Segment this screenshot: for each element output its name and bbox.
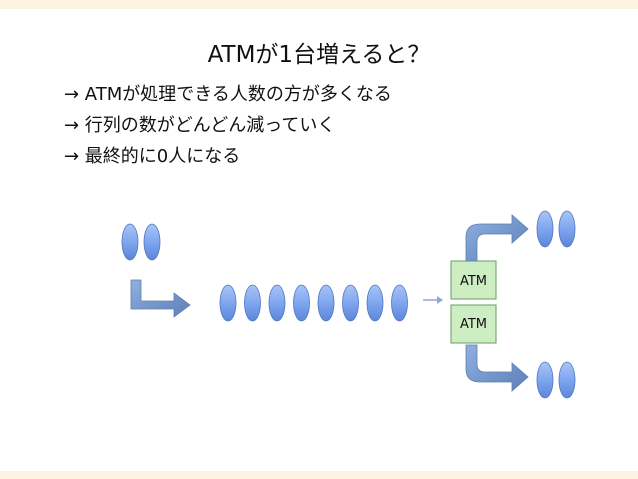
person-icon [219,284,237,322]
exit-arrow-bottom [465,344,529,392]
enter-queue-arrow [130,279,191,318]
person-icon [558,361,576,399]
queue-to-atm-arrow [423,296,443,304]
slide: ATMが1台増えると？ → ATMが処理できる人数の方が多くなる → 行列の数が… [0,9,638,471]
outgoing-top-people [536,210,576,248]
person-icon [293,284,310,322]
atm-1: ATM [450,260,497,300]
person-icon [143,223,161,261]
person-icon [366,284,384,322]
exit-arrow-top [465,214,529,262]
atm-2: ATM [450,304,497,344]
outgoing-bottom-people [536,361,576,399]
slide-title: ATMが1台増えると？ [207,42,431,68]
bullet-1: → ATMが処理できる人数の方が多くなる [64,84,392,105]
queue-people [219,284,408,322]
person-icon [244,284,261,322]
atm-1-label: ATM [460,274,487,289]
bullet-3: → 最終的に0人になる [64,146,241,167]
person-icon [536,361,554,399]
atm-2-label: ATM [460,317,487,332]
person-icon [391,284,408,322]
person-icon [536,210,554,248]
bullet-2: → 行列の数がどんどん減っていく [64,115,336,136]
bullet-list: → ATMが処理できる人数の方が多くなる → 行列の数がどんどん減っていく → … [64,79,392,172]
person-icon [317,284,335,322]
person-icon [342,284,359,322]
person-icon [558,210,576,248]
person-icon [121,223,139,261]
incoming-people [121,223,161,261]
person-icon [268,284,286,322]
